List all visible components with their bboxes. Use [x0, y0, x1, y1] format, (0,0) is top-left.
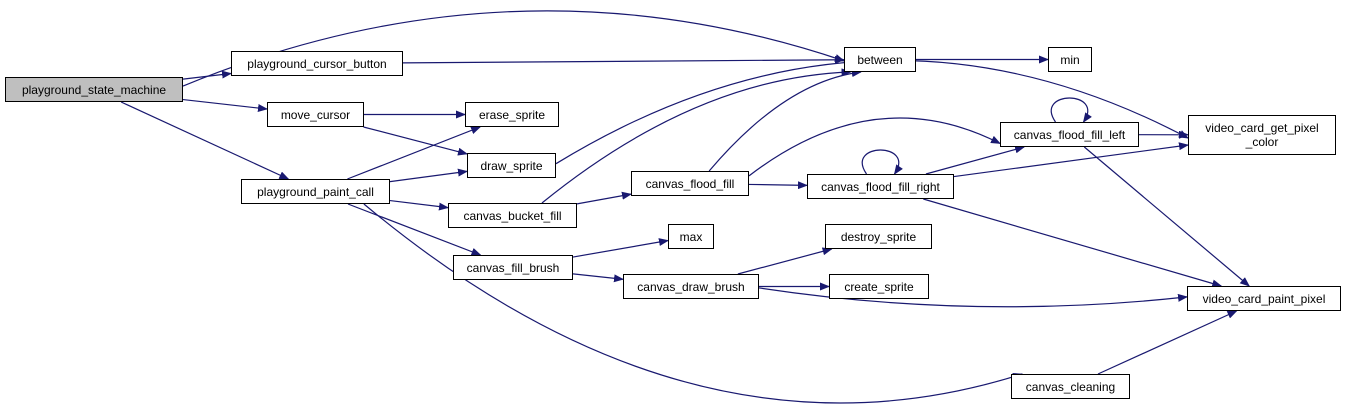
node-draw-sprite[interactable]: draw_sprite	[467, 153, 556, 178]
edge-canvas-flood-fill-right-to-canvas-flood-fill-right	[861, 149, 903, 175]
node-video-card-paint-pixel[interactable]: video_card_paint_pixel	[1187, 286, 1341, 311]
edge-playground-paint-call-to-canvas-bucket-fill	[389, 199, 449, 211]
edge-canvas-fill-brush-to-canvas-draw-brush	[572, 273, 624, 283]
node-playground-cursor-button[interactable]: playground_cursor_button	[231, 51, 403, 76]
node-canvas-flood-fill[interactable]: canvas_flood_fill	[631, 171, 749, 196]
edge-draw-sprite-to-video-card-get-pixel-color	[555, 59, 1189, 165]
edge-canvas-flood-fill-to-between	[708, 69, 862, 172]
node-between[interactable]: between	[844, 47, 916, 72]
node-canvas-bucket-fill[interactable]: canvas_bucket_fill	[448, 203, 577, 228]
node-video-card-get-pixel-color[interactable]: video_card_get_pixel_color	[1188, 115, 1336, 155]
edge-playground-paint-call-to-draw-sprite	[389, 168, 468, 183]
edge-canvas-flood-fill-right-to-video-card-get-pixel-color	[953, 142, 1189, 178]
edge-canvas-flood-fill-left-to-video-card-paint-pixel	[1083, 146, 1250, 287]
node-canvas-draw-brush[interactable]: canvas_draw_brush	[623, 274, 759, 299]
edge-canvas-flood-fill-left-to-canvas-flood-fill-left	[1050, 97, 1092, 123]
edge-playground-state-machine-to-move-cursor	[182, 98, 268, 112]
node-playground-state-machine: playground_state_machine	[5, 77, 183, 102]
edge-canvas-draw-brush-to-destroy-sprite	[737, 247, 833, 275]
node-canvas-flood-fill-left[interactable]: canvas_flood_fill_left	[1000, 122, 1139, 147]
edge-canvas-flood-fill-right-to-video-card-paint-pixel	[923, 198, 1223, 288]
node-destroy-sprite[interactable]: destroy_sprite	[825, 224, 932, 249]
node-playground-paint-call[interactable]: playground_paint_call	[241, 179, 390, 204]
node-erase-sprite[interactable]: erase_sprite	[465, 102, 559, 127]
edge-canvas-bucket-fill-to-canvas-flood-fill	[576, 191, 632, 205]
node-canvas-flood-fill-right[interactable]: canvas_flood_fill_right	[807, 174, 954, 199]
edge-canvas-cleaning-to-video-card-paint-pixel	[1097, 310, 1238, 375]
node-move-cursor[interactable]: move_cursor	[267, 102, 364, 127]
edge-canvas-flood-fill-right-to-canvas-flood-fill-left	[925, 145, 1026, 175]
node-max[interactable]: max	[668, 224, 714, 249]
edge-canvas-draw-brush-to-video-card-paint-pixel	[758, 287, 1188, 308]
node-canvas-cleaning[interactable]: canvas_cleaning	[1011, 374, 1130, 399]
edge-playground-state-machine-to-playground-paint-call	[120, 101, 290, 180]
node-canvas-fill-brush[interactable]: canvas_fill_brush	[453, 255, 573, 280]
node-create-sprite[interactable]: create_sprite	[829, 274, 929, 299]
edge-playground-cursor-button-to-between	[402, 55, 845, 64]
edge-canvas-fill-brush-to-max	[572, 238, 669, 258]
edge-canvas-flood-fill-to-canvas-flood-fill-right	[748, 181, 808, 190]
edge-canvas-bucket-fill-to-between	[541, 68, 852, 204]
edge-playground-paint-call-to-erase-sprite	[347, 126, 482, 180]
edge-playground-paint-call-to-canvas-fill-brush	[347, 203, 482, 256]
edge-move-cursor-to-draw-sprite	[363, 126, 468, 156]
edge-canvas-flood-fill-to-canvas-flood-fill-left	[748, 117, 1001, 177]
node-min[interactable]: min	[1048, 47, 1092, 72]
